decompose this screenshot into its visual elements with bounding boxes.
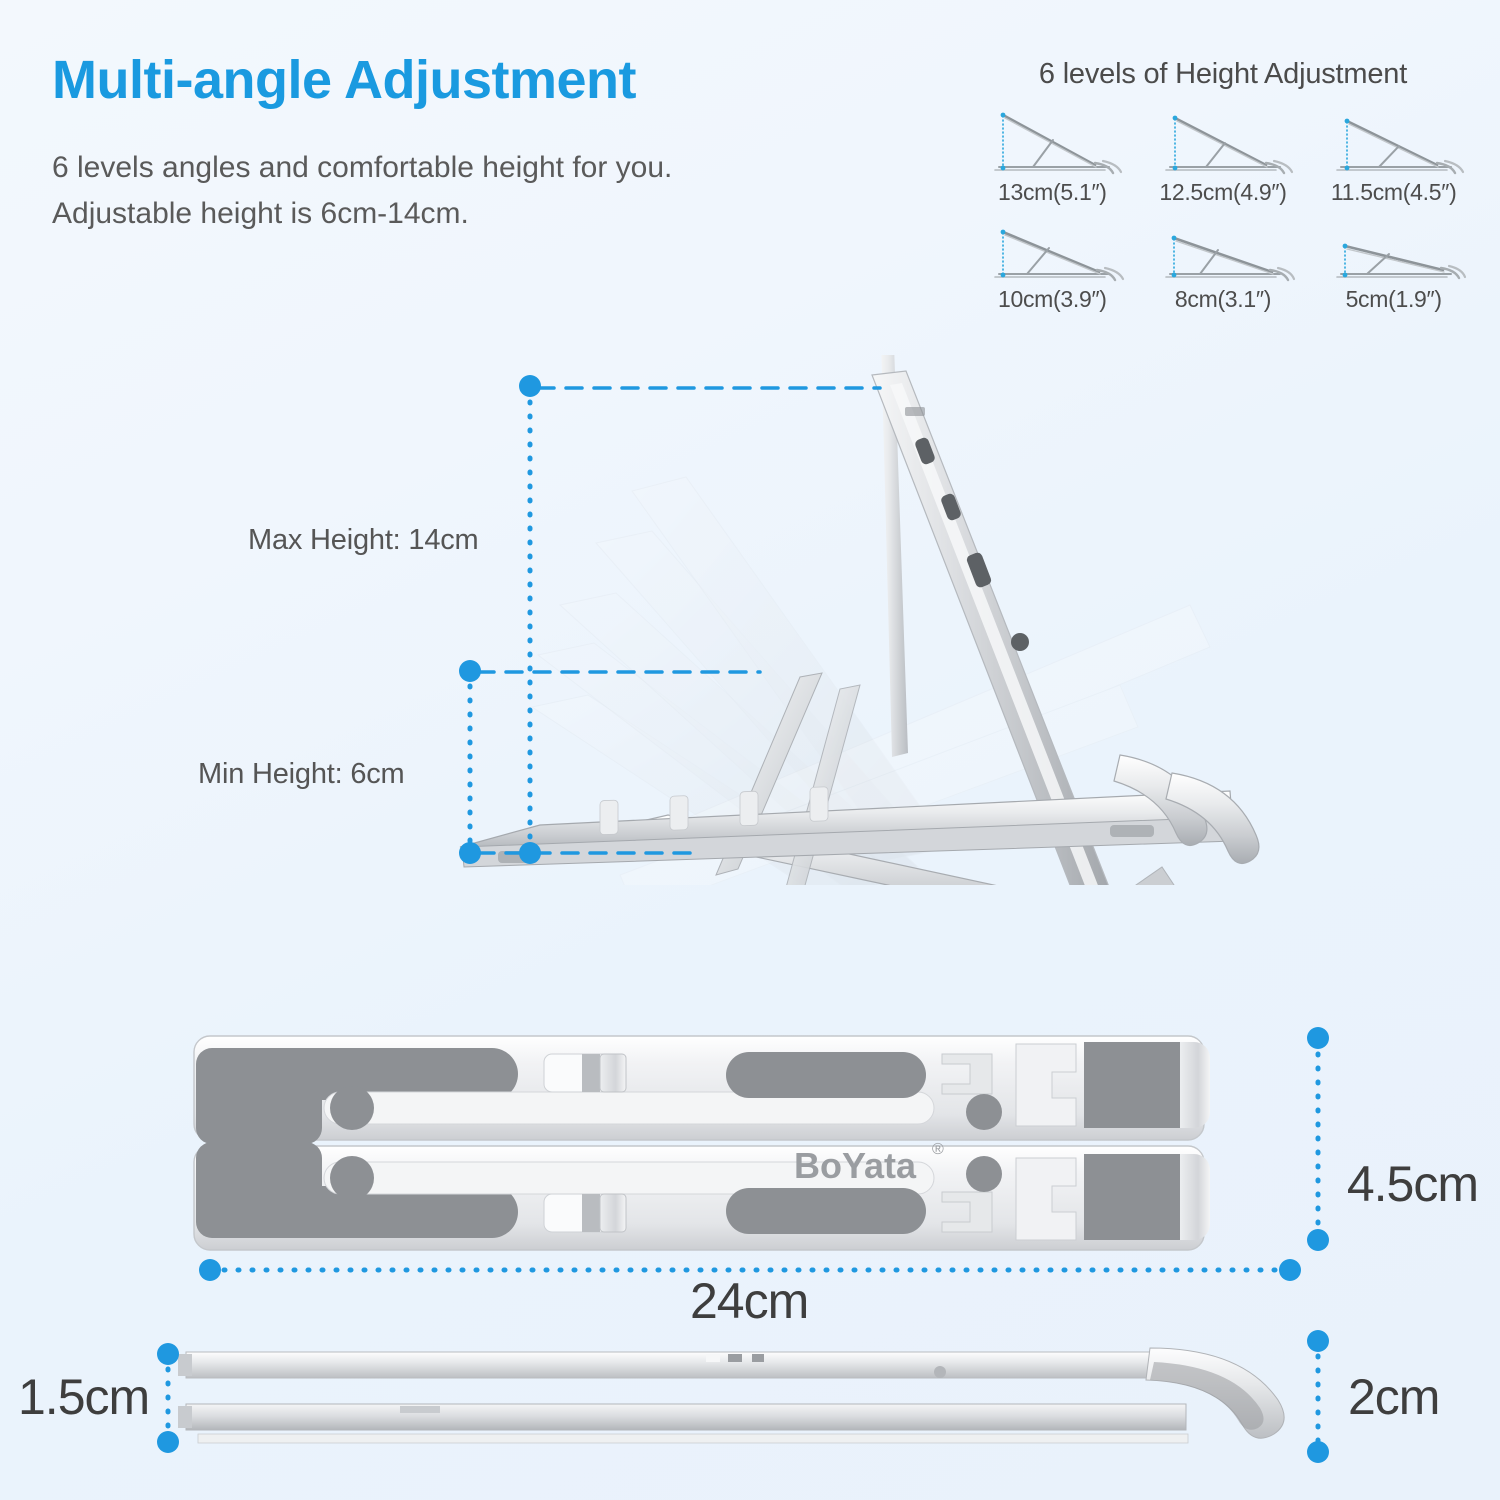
laptop-device xyxy=(871,370,1175,885)
stand-angle-icon xyxy=(1165,235,1296,282)
support-rod xyxy=(881,355,908,757)
foot-height-dimension-label: 2cm xyxy=(1348,1369,1440,1425)
folded-bottom-plate xyxy=(197,1433,1189,1444)
port-label-marks xyxy=(905,407,925,416)
level-label: 13cm(5.1″) xyxy=(997,179,1107,205)
level-label: 10cm(3.9″) xyxy=(997,286,1107,312)
headline-block: Multi-angle Adjustment 6 levels angles a… xyxy=(52,52,792,238)
levels-grid: 13cm(5.1″) xyxy=(968,105,1478,313)
levels-panel-title: 6 levels of Height Adjustment xyxy=(1038,58,1408,90)
subtitle-block: 6 levels angles and comfortable height f… xyxy=(52,145,792,238)
stand-upper-bar xyxy=(193,1035,1210,1144)
hero-product-illustration xyxy=(420,355,1480,885)
top-down-product-view: BoYata ® xyxy=(186,1030,1306,1260)
stand-angle-icon xyxy=(1335,118,1464,175)
folded-foot-hook xyxy=(1145,1347,1285,1439)
brand-trademark: ® xyxy=(932,1141,944,1158)
min-height-label: Min Height: 6cm xyxy=(198,758,405,790)
stand-lower-bar xyxy=(193,1142,1210,1251)
brand-wordmark: BoYata ® xyxy=(794,1141,944,1186)
folded-upper-slab xyxy=(178,1351,1187,1379)
level-label: 5cm(1.9″) xyxy=(1345,286,1442,312)
level-item: 13cm(5.1″) xyxy=(968,105,1137,206)
subtitle-line-1: 6 levels angles and comfortable height f… xyxy=(52,150,673,184)
laptop-ports xyxy=(915,437,1029,651)
stand-angle-icon xyxy=(994,229,1125,282)
brand-name: BoYata xyxy=(794,1145,917,1186)
page-title: Multi-angle Adjustment xyxy=(52,50,636,110)
side-profile-product-view xyxy=(150,1330,1330,1480)
level-item: 5cm(1.9″) xyxy=(1309,212,1478,313)
level-label: 11.5cm(4.5″) xyxy=(1330,179,1457,205)
depth-dimension-label: 4.5cm xyxy=(1346,1156,1479,1212)
stand-angle-icon xyxy=(1335,243,1466,280)
folded-lower-slab xyxy=(178,1403,1187,1431)
level-label: 8cm(3.1″) xyxy=(1174,286,1272,312)
level-item: 8cm(3.1″) xyxy=(1139,212,1308,313)
laptop-on-stand-graphic xyxy=(459,355,1260,885)
stand-angle-icon xyxy=(994,112,1123,175)
height-levels-panel: 6 levels of Height Adjustment xyxy=(968,58,1478,313)
stand-angle-icon xyxy=(1165,115,1294,175)
subtitle-line-2: Adjustable height is 6cm-14cm. xyxy=(52,197,469,231)
level-label: 12.5cm(4.9″) xyxy=(1159,179,1287,205)
stand-top-view-graphic: BoYata ® xyxy=(193,1035,1210,1251)
stand-side-view-graphic xyxy=(178,1347,1285,1444)
thickness-dimension-label: 1.5cm xyxy=(18,1369,150,1425)
level-item: 10cm(3.9″) xyxy=(968,212,1137,313)
level-item: 12.5cm(4.9″) xyxy=(1139,105,1308,206)
level-item: 11.5cm(4.5″) xyxy=(1309,105,1478,206)
width-dimension-label: 24cm xyxy=(690,1273,809,1329)
max-height-label: Max Height: 14cm xyxy=(248,524,479,556)
stand-front-hooks xyxy=(1113,754,1260,864)
